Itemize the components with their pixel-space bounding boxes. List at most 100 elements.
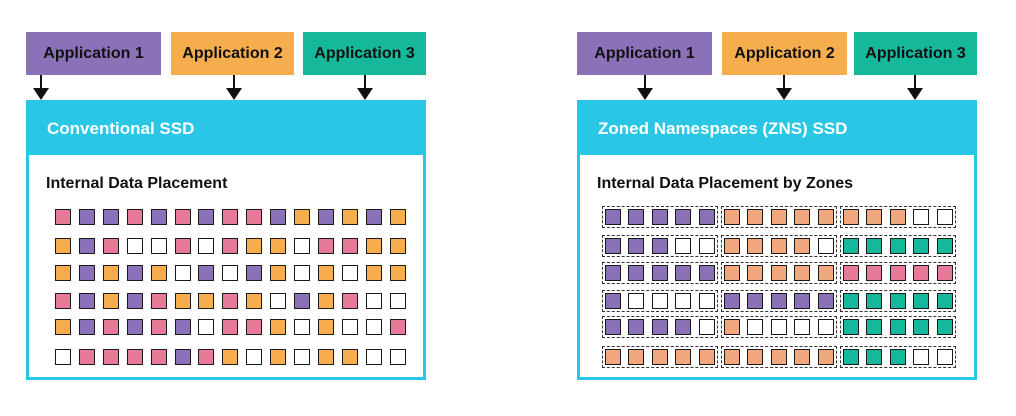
purple-block xyxy=(198,265,215,281)
teal-block xyxy=(843,319,859,335)
arrow-down-icon xyxy=(907,75,923,102)
application-1-label: Application 1 xyxy=(594,44,695,62)
orange-block xyxy=(365,238,382,254)
pink-block xyxy=(913,265,930,281)
pink-block xyxy=(341,238,358,254)
purple-block xyxy=(605,238,621,254)
purple-block xyxy=(78,319,95,335)
pink-block xyxy=(889,265,906,281)
empty-block xyxy=(55,349,71,365)
empty-block xyxy=(270,293,287,309)
orange-block xyxy=(246,238,263,254)
zone-outline xyxy=(721,290,837,312)
pink-block xyxy=(222,209,239,225)
orange-block xyxy=(270,238,287,254)
pink-block xyxy=(866,265,883,281)
empty-block xyxy=(365,293,382,309)
orange-block xyxy=(317,265,334,281)
orange-block xyxy=(317,319,334,335)
empty-block xyxy=(174,265,191,281)
salmon-block xyxy=(698,349,715,365)
empty-block xyxy=(294,349,310,365)
arrow-down-icon xyxy=(226,75,242,102)
conventional-ssd-box: Conventional SSD Internal Data Placement xyxy=(26,100,426,380)
zone-outline xyxy=(602,290,718,312)
salmon-block xyxy=(794,209,811,225)
orange-block xyxy=(365,265,382,281)
teal-block xyxy=(936,238,953,254)
empty-block xyxy=(389,293,406,309)
application-2-label: Application 2 xyxy=(182,44,283,62)
orange-block xyxy=(102,293,119,309)
salmon-block xyxy=(724,319,740,335)
purple-block xyxy=(724,293,740,309)
purple-block xyxy=(605,293,621,309)
purple-block xyxy=(102,209,119,225)
empty-block xyxy=(794,319,811,335)
purple-block xyxy=(770,293,787,309)
zone-outline xyxy=(840,346,956,368)
empty-block xyxy=(698,238,715,254)
orange-block xyxy=(55,319,71,335)
empty-block xyxy=(770,319,787,335)
placement-subtitle: Internal Data Placement by Zones xyxy=(597,175,854,192)
purple-block xyxy=(294,293,310,309)
zone-outline xyxy=(840,206,956,228)
purple-block xyxy=(651,238,668,254)
empty-block xyxy=(698,319,715,335)
salmon-block xyxy=(770,209,787,225)
orange-block xyxy=(55,238,71,254)
orange-block xyxy=(389,238,406,254)
purple-block xyxy=(605,265,621,281)
teal-block xyxy=(889,349,906,365)
orange-block xyxy=(317,293,334,309)
purple-block xyxy=(628,209,645,225)
empty-block xyxy=(747,319,764,335)
purple-block xyxy=(126,265,143,281)
teal-block xyxy=(889,238,906,254)
empty-block xyxy=(936,349,953,365)
pink-block xyxy=(317,238,334,254)
zone-outline xyxy=(602,235,718,257)
empty-block xyxy=(675,293,692,309)
pink-block xyxy=(150,293,167,309)
ssd-title: Conventional SSD xyxy=(29,103,423,155)
empty-block xyxy=(389,349,406,365)
purple-block xyxy=(651,209,668,225)
salmon-block xyxy=(843,209,859,225)
zone-outline xyxy=(721,235,837,257)
purple-block xyxy=(150,209,167,225)
teal-block xyxy=(843,293,859,309)
purple-block xyxy=(675,209,692,225)
zone-outline xyxy=(602,206,718,228)
zone-outline xyxy=(602,346,718,368)
teal-block xyxy=(913,293,930,309)
zone-outline xyxy=(602,262,718,284)
purple-block xyxy=(628,238,645,254)
application-2-box: Application 2 xyxy=(171,32,294,75)
teal-block xyxy=(843,238,859,254)
pink-block xyxy=(341,293,358,309)
zns-ssd-panel: Application 1 Application 2 Application … xyxy=(577,0,977,416)
teal-block xyxy=(936,319,953,335)
orange-block xyxy=(270,319,287,335)
purple-block xyxy=(174,319,191,335)
purple-block xyxy=(747,293,764,309)
pink-block xyxy=(102,349,119,365)
purple-block xyxy=(270,209,287,225)
arrow-down-icon xyxy=(357,75,373,102)
empty-block xyxy=(341,265,358,281)
purple-block xyxy=(698,209,715,225)
purple-block xyxy=(246,265,263,281)
orange-block xyxy=(174,293,191,309)
pink-block xyxy=(102,319,119,335)
empty-block xyxy=(675,238,692,254)
salmon-block xyxy=(817,265,834,281)
empty-block xyxy=(936,209,953,225)
application-3-box: Application 3 xyxy=(303,32,426,75)
placement-subtitle: Internal Data Placement xyxy=(46,175,228,192)
purple-block xyxy=(78,265,95,281)
empty-block xyxy=(198,238,215,254)
application-3-box: Application 3 xyxy=(854,32,977,75)
purple-block xyxy=(78,238,95,254)
